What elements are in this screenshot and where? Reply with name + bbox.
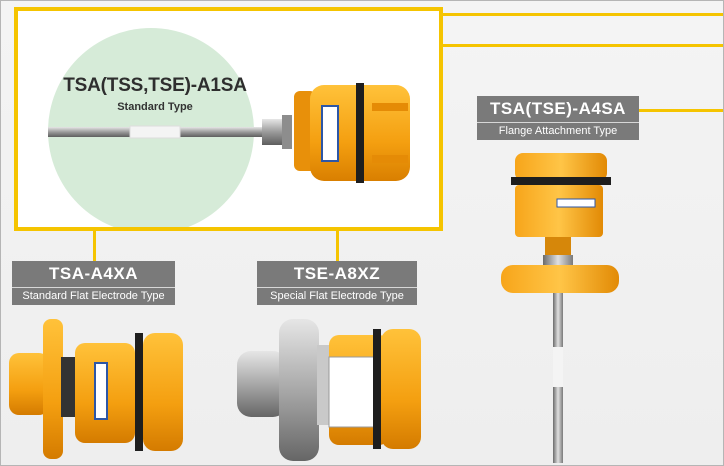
product-label-flange: TSA(TSE)-A4SA Flange Attachment Type: [477, 96, 639, 140]
product-model-type: Special Flat Electrode Type: [257, 287, 417, 305]
connector-line-right: [601, 109, 723, 112]
product-label-special-flat: TSE-A8XZ Special Flat Electrode Type: [257, 261, 417, 305]
product-label-standard-flat: TSA-A4XA Standard Flat Electrode Type: [12, 261, 175, 305]
product-model-type: Flange Attachment Type: [477, 122, 639, 140]
featured-model-name: TSA(TSS,TSE)-A1SA: [63, 75, 247, 96]
standard-sensor-image: [48, 83, 410, 183]
product-model-name: TSA-A4XA: [12, 261, 175, 287]
product-model-name: TSA(TSE)-A4SA: [477, 96, 639, 122]
product-model-name: TSE-A8XZ: [257, 261, 417, 287]
featured-product-card[interactable]: TSA(TSS,TSE)-A1SA Standard Type: [14, 7, 443, 231]
product-model-type: Standard Flat Electrode Type: [12, 287, 175, 305]
standard-flat-sensor-image[interactable]: [9, 319, 209, 459]
connector-line-top: [439, 13, 723, 16]
flange-sensor-image[interactable]: [497, 147, 627, 466]
special-flat-sensor-image[interactable]: [233, 315, 433, 465]
connector-line-middle: [439, 44, 723, 47]
featured-model-type: Standard Type: [117, 101, 193, 113]
connector-line-left-drop: [93, 227, 96, 261]
connector-line-middle-drop: [336, 227, 339, 261]
